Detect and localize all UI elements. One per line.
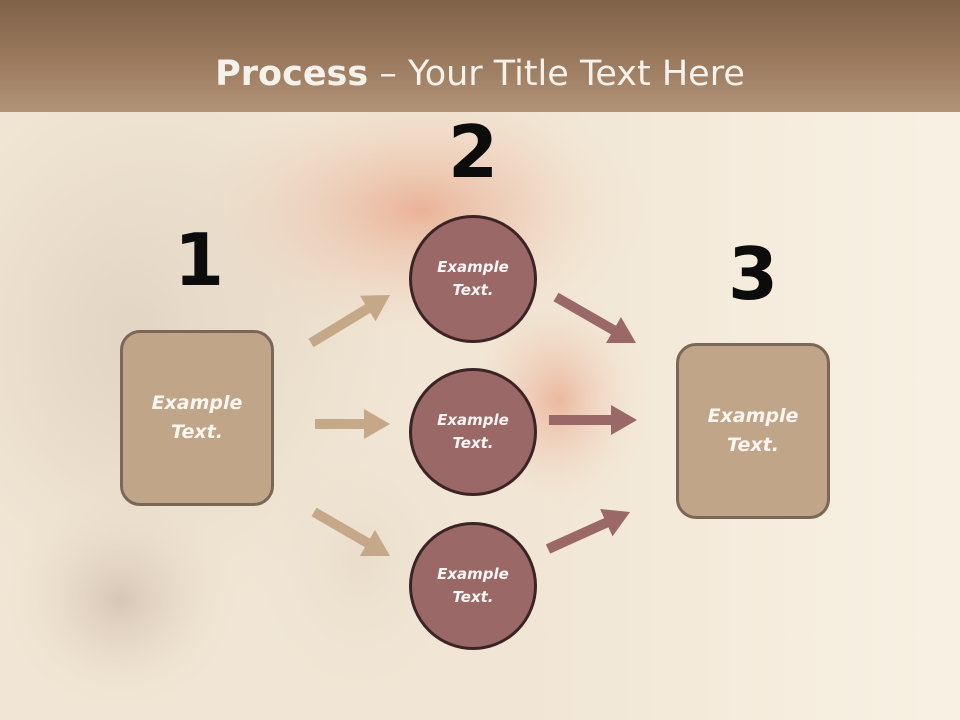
step-number-3: 3: [727, 232, 779, 316]
title-bold: Process: [215, 54, 369, 94]
slide-title: Process – Your Title Text Here: [0, 52, 960, 96]
circle-top-label: Example Text.: [437, 258, 509, 299]
title-band: [0, 0, 960, 112]
circle-middle: Example Text.: [409, 368, 537, 496]
circle-top: Example Text.: [409, 215, 537, 343]
circle-bottom-label: Example Text.: [437, 565, 509, 606]
step-1-box: Example Text.: [120, 330, 274, 506]
step-1-label: Example Text.: [151, 392, 243, 443]
step-3-box: Example Text.: [676, 343, 830, 519]
step-3-label: Example Text.: [707, 405, 799, 456]
step-number-2: 2: [447, 110, 499, 194]
step-number-1: 1: [173, 218, 225, 302]
circle-middle-label: Example Text.: [437, 411, 509, 452]
title-rest: – Your Title Text Here: [368, 54, 745, 94]
circle-bottom: Example Text.: [409, 522, 537, 650]
